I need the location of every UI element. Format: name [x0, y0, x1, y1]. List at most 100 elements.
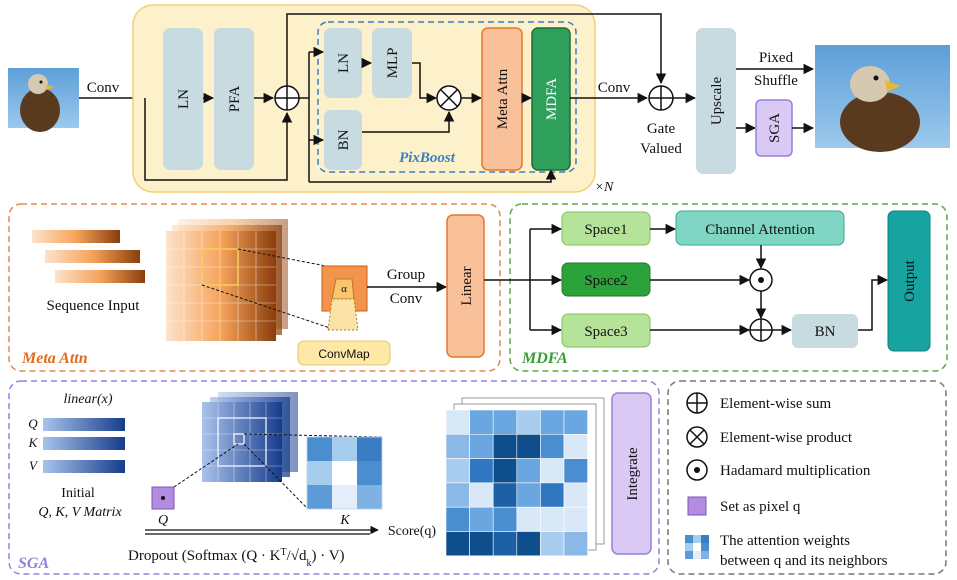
heatmap-cell	[469, 531, 494, 557]
alpha-label: α	[341, 283, 347, 295]
feature-map-stack	[166, 219, 288, 341]
meta-attn-label: Meta Attn	[495, 68, 511, 129]
sga-feature-stack	[202, 392, 298, 482]
conv-out-label: Conv	[598, 80, 631, 96]
pix-bn-block	[324, 110, 362, 170]
group-label: Group	[387, 267, 425, 283]
k-label: K	[339, 513, 350, 528]
heatmap-cell	[540, 482, 565, 508]
heatmap-cell	[469, 506, 494, 532]
input-image	[8, 68, 79, 132]
heatmap-cell	[445, 531, 470, 557]
formula: Dropout (Softmax (Q · KT/√dk) · V)	[128, 547, 345, 569]
mlp-product-arrow	[412, 62, 438, 104]
legend-pixel-label: Set as pixel q	[720, 499, 801, 515]
conv-kernel	[321, 265, 368, 331]
pixel-q-dot	[161, 496, 165, 500]
pixboost-label: PixBoost	[399, 150, 456, 166]
heatmap-cell	[492, 433, 518, 459]
sequence-input-bars	[32, 230, 145, 283]
pix-mlp-label: MLP	[385, 48, 401, 79]
meta-attn-section	[8, 203, 501, 372]
legend-pixel-icon	[687, 496, 707, 516]
pix-mlp-block	[372, 28, 412, 98]
heatmap-cell	[563, 433, 588, 459]
gate-label: Gate	[647, 121, 676, 137]
integrate-block	[611, 392, 652, 555]
sga-small-label: SGA	[767, 113, 783, 143]
heatmap-cell	[540, 458, 565, 484]
sequence-input-label: Sequence Input	[47, 298, 141, 314]
channel-attention-block	[675, 210, 845, 246]
sga-section-title: SGA	[18, 555, 49, 572]
output-image	[815, 45, 950, 152]
legend-sum-icon	[686, 392, 708, 414]
v-row-label: V	[29, 458, 39, 473]
shuffle-label: Shuffle	[754, 73, 798, 89]
linear-label: Linear	[459, 266, 475, 305]
v-bar	[43, 460, 125, 473]
legend-product-label: Element-wise product	[720, 430, 853, 446]
heatmap-cell	[516, 409, 541, 435]
q-projection-line	[173, 443, 239, 488]
qkv-matrix-label: Q, K, V Matrix	[38, 505, 122, 520]
heatmap-cell	[492, 482, 518, 508]
skip-to-gate-arrow	[286, 13, 667, 86]
linear-block	[446, 214, 485, 358]
residual-arrow-1	[144, 98, 293, 181]
legend-sum-label: Element-wise sum	[720, 396, 832, 412]
hadamard-symbol	[749, 268, 773, 292]
heatmap-cell	[540, 531, 565, 557]
gate-sum-symbol	[648, 85, 674, 111]
heatmap-cell	[445, 506, 470, 532]
meta-section-title: Meta Attn	[21, 350, 88, 367]
heatmap-cell	[445, 458, 470, 484]
initial-label: Initial	[61, 486, 95, 501]
conv-label: Conv	[390, 291, 423, 307]
mdfa-bn-block	[792, 314, 858, 348]
heatmap-cell	[469, 458, 494, 484]
legend-product-icon	[686, 426, 708, 448]
space2-label: Space2	[584, 273, 627, 289]
heatmap-cell	[469, 433, 494, 459]
q-pixel-label: Q	[158, 513, 168, 528]
heatmap-cell	[516, 531, 541, 557]
output-label: Output	[902, 259, 918, 302]
upscale-block	[696, 28, 736, 174]
k-row-label: K	[28, 435, 39, 450]
convmap-label: ConvMap	[318, 347, 370, 361]
heatmap-cell	[445, 409, 470, 435]
score-label: Score(q)	[388, 524, 437, 539]
space3-label: Space3	[584, 324, 627, 340]
legend-weights-label-1: The attention weights	[720, 533, 850, 549]
q-row-label: Q	[28, 416, 38, 431]
heatmap-cell	[492, 458, 518, 484]
linear-x-label: linear(x)	[64, 392, 113, 407]
heatmap-cell	[492, 506, 518, 532]
heatmap-cell	[540, 409, 565, 435]
convmap-block	[297, 340, 391, 366]
attention-heatmap-stack	[445, 397, 605, 557]
q-bar	[43, 418, 125, 431]
ln-label: LN	[176, 89, 192, 109]
projection-line-bottom	[201, 284, 331, 329]
pix-ln-block	[324, 28, 362, 98]
pixed-label: Pixed	[759, 50, 794, 66]
heatmap-cell	[445, 482, 470, 508]
heatmap-cell	[540, 433, 565, 459]
pfa-label: PFA	[227, 86, 243, 113]
heatmap-cell	[516, 482, 541, 508]
mdfa-section-title: MDFA	[521, 350, 568, 367]
legend-weights-label-2: between q and its neighbors	[720, 553, 888, 569]
element-product-symbol	[436, 85, 462, 111]
heatmap-cell	[563, 506, 588, 532]
heatmap-cell	[492, 531, 518, 557]
legend-hadamard-label: Hadamard multiplication	[720, 463, 871, 479]
to-mdfa-residual-arrow	[309, 168, 557, 183]
integrate-label: Integrate	[625, 447, 641, 501]
heatmap-cell	[516, 458, 541, 484]
sga-section	[8, 380, 660, 575]
heatmap-cell	[563, 409, 588, 435]
mdfa-sum-symbol	[749, 318, 773, 342]
